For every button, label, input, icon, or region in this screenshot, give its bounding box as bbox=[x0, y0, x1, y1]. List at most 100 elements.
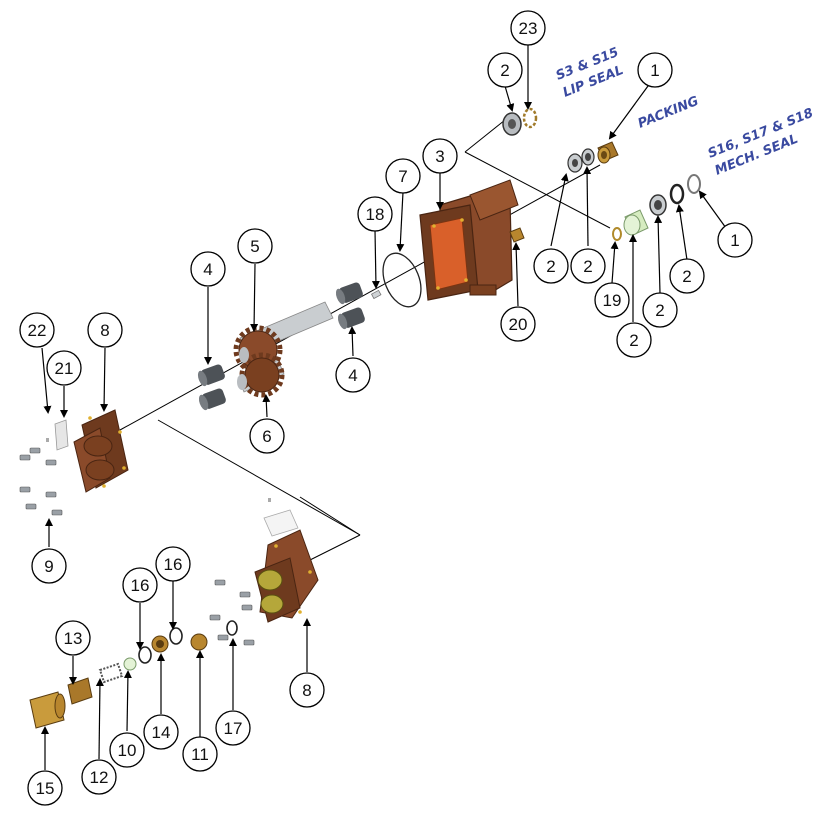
callout-label: 9 bbox=[44, 557, 53, 576]
callout-c16a: 16 bbox=[122, 567, 158, 603]
callout-c10: 10 bbox=[109, 732, 145, 768]
callout-label: 3 bbox=[435, 147, 444, 166]
callout-circle bbox=[155, 546, 191, 582]
callout-circle bbox=[669, 258, 705, 294]
callout-label: 16 bbox=[164, 555, 183, 574]
callout-c19: 19 bbox=[594, 282, 630, 318]
callout-label: 2 bbox=[546, 257, 555, 276]
callout-label: 21 bbox=[55, 359, 74, 378]
callout-circle bbox=[249, 418, 285, 454]
callout-circle bbox=[46, 350, 82, 386]
relief-cover-part bbox=[254, 498, 319, 623]
pump-body-part bbox=[419, 179, 519, 301]
callout-c3: 3 bbox=[422, 138, 458, 174]
callout-circle bbox=[422, 138, 458, 174]
callout-label: 8 bbox=[302, 681, 311, 700]
callout-circle bbox=[637, 52, 673, 88]
callout-label: 6 bbox=[262, 427, 271, 446]
gasket-branch-line bbox=[299, 496, 361, 536]
callout-c5: 5 bbox=[237, 228, 273, 264]
callout-label: 19 bbox=[603, 291, 622, 310]
callout-circle bbox=[385, 158, 421, 194]
callout-c2e: 2 bbox=[616, 322, 652, 358]
assembly-lines bbox=[119, 119, 611, 561]
callout-c4b: 4 bbox=[335, 357, 371, 393]
callout-c1a: 1 bbox=[637, 52, 673, 88]
relief-screws bbox=[209, 579, 255, 646]
callout-circle bbox=[122, 567, 158, 603]
back-cover-part bbox=[73, 409, 129, 493]
callout-circle bbox=[500, 306, 536, 342]
callout-c21: 21 bbox=[46, 350, 82, 386]
callout-label: 15 bbox=[36, 779, 55, 798]
packing-part bbox=[567, 141, 619, 173]
callout-label: 11 bbox=[191, 745, 209, 764]
callout-label: 13 bbox=[64, 629, 83, 648]
callout-circle bbox=[594, 282, 630, 318]
callout-c14: 14 bbox=[143, 714, 179, 750]
callout-label: 5 bbox=[250, 237, 259, 256]
callout-c15: 15 bbox=[27, 770, 63, 806]
callout-c8a: 8 bbox=[87, 312, 123, 348]
callout-circle bbox=[143, 714, 179, 750]
callout-label: 14 bbox=[152, 723, 171, 742]
callout-label: 2 bbox=[655, 301, 664, 320]
bushings-4-part bbox=[197, 282, 365, 411]
callout-c2b: 2 bbox=[533, 248, 569, 284]
snap-ring-23 bbox=[522, 107, 538, 129]
callout-label: 2 bbox=[583, 257, 592, 276]
callout-c11: 11 bbox=[182, 736, 218, 772]
gasket-7-part bbox=[382, 252, 422, 308]
gasket-21-pin-22 bbox=[46, 419, 69, 451]
seal-branch-line bbox=[464, 151, 611, 229]
callout-circle bbox=[81, 759, 117, 795]
callout-c17: 17 bbox=[215, 710, 251, 746]
callout-circle bbox=[289, 672, 325, 708]
callout-circle bbox=[357, 196, 393, 232]
callout-c22: 22 bbox=[19, 312, 55, 348]
callout-c7: 7 bbox=[385, 158, 421, 194]
callout-circle bbox=[616, 322, 652, 358]
callout-circle bbox=[335, 357, 371, 393]
callout-c2d: 2 bbox=[669, 258, 705, 294]
callout-label: 17 bbox=[224, 719, 243, 738]
callout-label: 23 bbox=[519, 19, 538, 38]
lip-seal-branch-line bbox=[464, 119, 506, 153]
callout-circle bbox=[717, 222, 753, 258]
callout-c2c: 2 bbox=[570, 248, 606, 284]
callout-label: 2 bbox=[682, 267, 691, 286]
pin-18-part bbox=[370, 289, 382, 300]
callout-circle bbox=[27, 770, 63, 806]
callout-c8b: 8 bbox=[289, 672, 325, 708]
callout-circle bbox=[109, 732, 145, 768]
plug-20-part bbox=[509, 227, 525, 243]
callout-c12: 12 bbox=[81, 759, 117, 795]
callout-label: 22 bbox=[28, 321, 47, 340]
callout-circle bbox=[190, 251, 226, 287]
leader-arrows bbox=[41, 44, 727, 770]
callout-circle bbox=[533, 248, 569, 284]
callout-label: 2 bbox=[500, 61, 509, 80]
callout-circle bbox=[55, 620, 91, 656]
callout-c1b: 1 bbox=[717, 222, 753, 258]
callout-circle bbox=[570, 248, 606, 284]
callout-circle bbox=[215, 710, 251, 746]
cover-branch-line bbox=[157, 419, 361, 536]
callout-c23: 23 bbox=[510, 10, 546, 46]
callout-label: 20 bbox=[509, 315, 528, 334]
callout-circle bbox=[642, 292, 678, 328]
gear-shaft-parts bbox=[233, 301, 334, 398]
callout-label: 18 bbox=[366, 205, 385, 224]
callout-label: 7 bbox=[398, 167, 407, 186]
callout-label: 1 bbox=[650, 61, 659, 80]
callout-label: 4 bbox=[203, 260, 212, 279]
callout-c13: 13 bbox=[55, 620, 91, 656]
callout-c6: 6 bbox=[249, 418, 285, 454]
callout-c4a: 4 bbox=[190, 251, 226, 287]
callout-label: 16 bbox=[131, 576, 150, 595]
callout-label: 1 bbox=[730, 231, 739, 250]
callout-circle bbox=[19, 312, 55, 348]
